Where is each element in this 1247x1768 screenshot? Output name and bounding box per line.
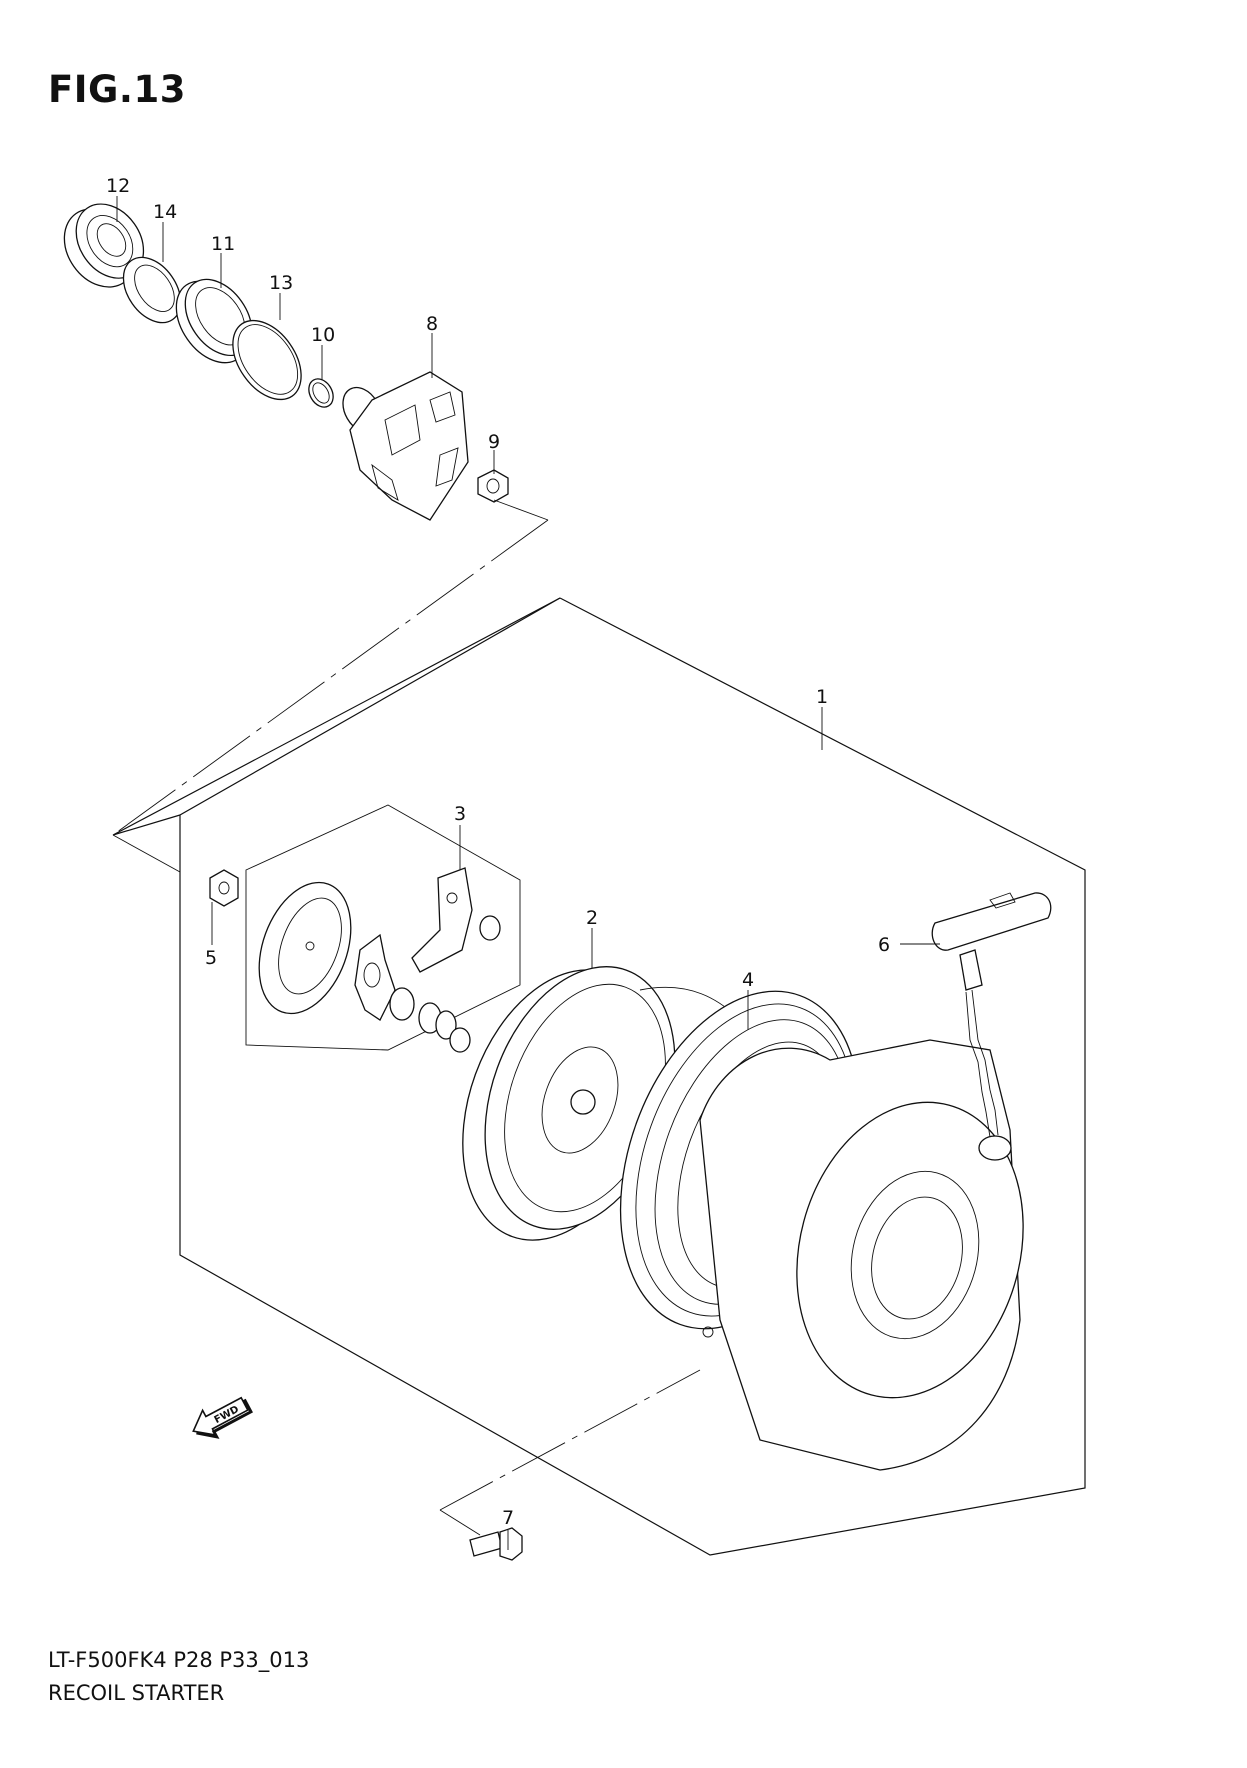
callout-12: 12 xyxy=(106,175,130,197)
callout-8: 8 xyxy=(426,313,438,335)
callout-5: 5 xyxy=(205,947,217,969)
figure-title: FIG.13 xyxy=(48,68,186,111)
model-code: LT-F500FK4 P28 P33_013 xyxy=(48,1648,310,1672)
callout-14: 14 xyxy=(153,201,177,223)
callout-4: 4 xyxy=(742,969,754,991)
bearing-part xyxy=(63,203,145,288)
bolt-part xyxy=(469,1527,523,1561)
ratchet-spring-parts xyxy=(389,987,471,1053)
ratchet-guide-part xyxy=(354,933,396,1021)
assembly-outline xyxy=(112,519,1086,1556)
nut-9-part xyxy=(477,469,509,503)
section-title: RECOIL STARTER xyxy=(48,1681,225,1705)
o-ring-small-part xyxy=(308,378,334,408)
washer-part xyxy=(122,256,182,324)
leader-9 xyxy=(493,499,549,521)
callout-7: 7 xyxy=(502,1507,514,1529)
callout-9: 9 xyxy=(488,431,500,453)
nut-5-part xyxy=(209,869,239,907)
bolt-leader xyxy=(439,1369,701,1536)
callout-10: 10 xyxy=(311,324,335,346)
ratchet-plate-part xyxy=(258,881,352,1015)
callout-2: 2 xyxy=(586,907,598,929)
callout-6: 6 xyxy=(878,934,890,956)
o-ring-large-part xyxy=(232,319,302,401)
drive-pulley-part xyxy=(342,371,469,521)
callout-leaders xyxy=(116,196,940,1550)
fwd-arrow-icon: FWD xyxy=(192,1396,253,1439)
callout-11: 11 xyxy=(211,233,235,255)
ratchet-pawl-part xyxy=(411,867,501,973)
callout-3: 3 xyxy=(454,803,466,825)
starter-case-part xyxy=(699,1039,1024,1471)
starter-handle-part xyxy=(931,892,1052,1161)
ratchet-kit-box xyxy=(245,804,521,1051)
callout-labels: 12 14 11 13 10 8 9 1 3 2 4 5 6 7 xyxy=(106,175,890,1529)
callout-13: 13 xyxy=(269,272,293,294)
callout-1: 1 xyxy=(816,686,828,708)
